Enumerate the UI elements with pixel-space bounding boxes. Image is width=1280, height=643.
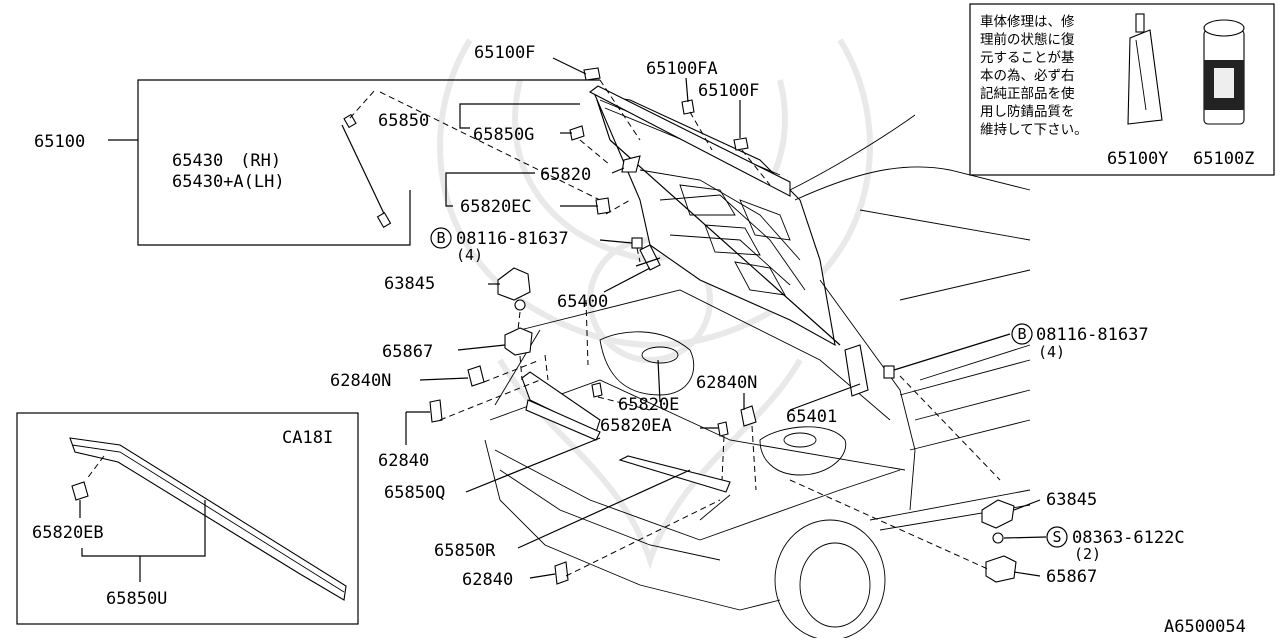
screw-mark-right-letter: S (1052, 528, 1061, 546)
note-line-4: 本の為、必ず右 (980, 68, 1075, 84)
note-line-7: 維持して下さい。 (980, 122, 1088, 138)
watermark-emblem (437, 38, 873, 570)
rubber-62840n-left (467, 365, 485, 387)
clip-65820ea (717, 421, 729, 437)
note-part-65100y[interactable]: 65100Y (1107, 149, 1168, 169)
label-62840n-right[interactable]: 62840N (696, 373, 757, 393)
label-65820[interactable]: 65820 (540, 165, 591, 185)
inset-ca18i: CA18I 65820EB 65850U (16, 412, 359, 625)
label-65850q[interactable]: 65850Q (384, 483, 445, 503)
label-65867-left[interactable]: 65867 (382, 342, 433, 362)
car-body-outline (484, 114, 1031, 641)
clip-65850g (569, 125, 585, 141)
bumper-63845-right (981, 499, 1015, 529)
label-bolt-right[interactable]: 08116-81637 (1036, 325, 1149, 345)
label-63845-left[interactable]: 63845 (384, 274, 435, 294)
clip-65820e (591, 382, 603, 398)
diagram-code: A6500054 (1164, 617, 1246, 637)
bolt-mark-left: B (430, 227, 452, 249)
bolt-mark-left-letter: B (436, 229, 445, 247)
clip-65820ec (595, 197, 611, 215)
label-screw-right-qty: (2) (1074, 545, 1101, 563)
gas-strut-part (341, 89, 601, 228)
bolt-mark-right: B (1011, 323, 1033, 345)
clip-65100fa (681, 99, 695, 115)
clip-65100f-right (733, 137, 749, 151)
spray-can-icon (1203, 19, 1245, 125)
label-65430-rh[interactable]: 65430 (RH) (172, 151, 281, 171)
label-65850r[interactable]: 65850R (434, 541, 496, 561)
note-line-3: 元することが基 (980, 49, 1075, 66)
label-65820ec[interactable]: 65820EC (460, 197, 532, 217)
label-bolt-left-qty: (4) (456, 246, 483, 264)
sealer-tube-icon (1127, 13, 1163, 125)
label-62840n-left[interactable]: 62840N (330, 371, 391, 391)
rubber-62840-bottom (554, 561, 569, 585)
label-62840-bottom[interactable]: 62840 (462, 570, 513, 590)
label-65100[interactable]: 65100 (34, 132, 85, 152)
label-65430-lh[interactable]: 65430+A(LH) (172, 172, 285, 192)
note-line-6: 用し防錆品質を (980, 103, 1075, 120)
hood-lock-65867-right (985, 555, 1017, 583)
label-65100fa[interactable]: 65100FA (646, 59, 718, 79)
rubber-62840-left (429, 399, 443, 423)
hood-panel (594, 94, 841, 347)
label-screw-right[interactable]: 08363-6122C (1072, 528, 1185, 548)
label-65850u[interactable]: 65850U (106, 589, 167, 609)
bolt-right-part (883, 365, 895, 379)
clip-65100f-top (583, 67, 601, 81)
label-65400[interactable]: 65400 (557, 292, 608, 312)
label-65820e[interactable]: 65820E (618, 395, 679, 415)
radiator-support-65850r (618, 455, 731, 521)
note-line-2: 理前の状態に復 (980, 31, 1075, 48)
note-part-65100z[interactable]: 65100Z (1193, 149, 1254, 169)
label-65820ea[interactable]: 65820EA (600, 416, 672, 436)
radiator-support-65850q (521, 371, 601, 441)
hood-front-strip-65850 (588, 85, 791, 197)
label-65850[interactable]: 65850 (378, 111, 429, 131)
label-65401[interactable]: 65401 (786, 407, 837, 427)
label-63845-right[interactable]: 63845 (1046, 490, 1097, 510)
note-line-1: 車体修理は、修 (980, 14, 1075, 30)
label-65100f-right[interactable]: 65100F (698, 81, 759, 101)
repair-note-box: 車体修理は、修 理前の状態に復 元することが基 本の為、必ず右 記純正部品を使 … (969, 3, 1275, 176)
label-62840-left[interactable]: 62840 (378, 451, 429, 471)
label-bolt-right-qty: (4) (1038, 343, 1065, 361)
assembly-dash-lines (439, 79, 1001, 577)
inset-title: CA18I (282, 428, 333, 448)
hinge-left-65400 (635, 244, 661, 271)
rubber-62840n-right (740, 405, 757, 427)
bumper-63845-left (497, 267, 531, 311)
screw-part-right (992, 532, 1004, 544)
label-65850g[interactable]: 65850G (473, 125, 534, 145)
assembly-bracket-65100 (108, 79, 600, 246)
leader-lines (405, 57, 1047, 579)
part-labels: 65100 65100F 65100FA 65100F 65850 65850G… (34, 43, 1185, 590)
hood-lock-65867-left (504, 311, 533, 356)
screw-mark-right: S (1046, 526, 1068, 548)
note-line-5: 記純正部品を使 (980, 85, 1075, 102)
label-65820eb[interactable]: 65820EB (32, 523, 104, 543)
label-65867-right[interactable]: 65867 (1046, 567, 1097, 587)
bolt-mark-right-letter: B (1017, 325, 1026, 343)
hinge-right-65401 (844, 344, 869, 397)
label-bolt-left[interactable]: 08116-81637 (456, 229, 569, 249)
label-65100f-top[interactable]: 65100F (474, 43, 535, 63)
